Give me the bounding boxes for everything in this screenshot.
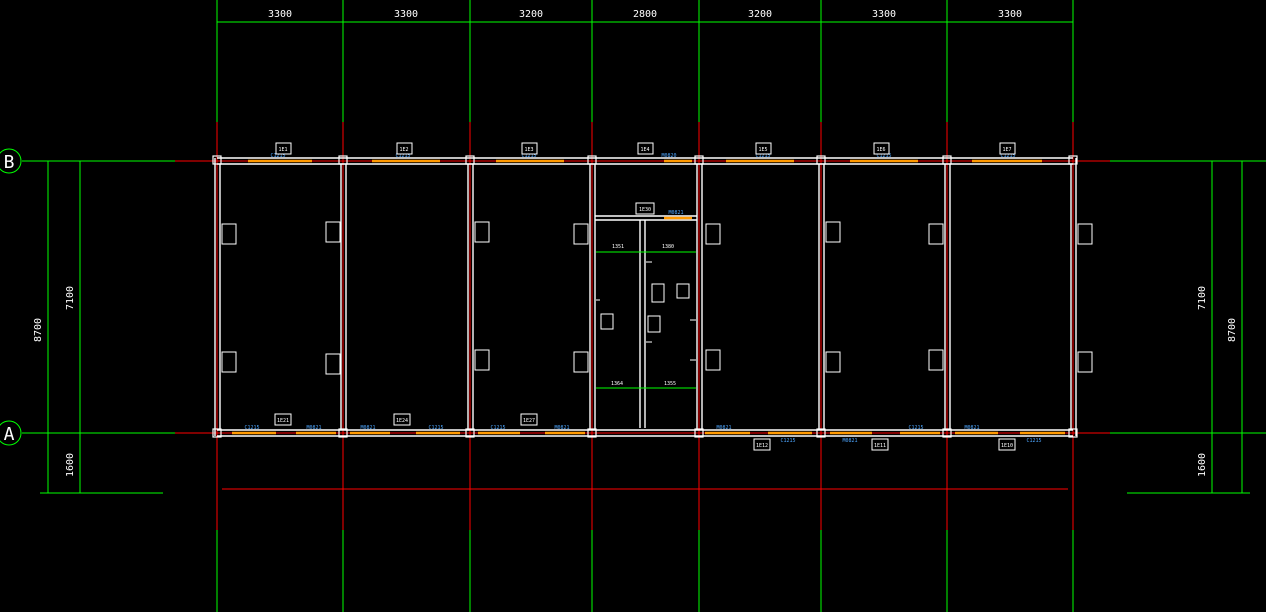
- corridor-label: 1351: [612, 244, 624, 250]
- corridor-texts: 1351 1380 1364 1355: [611, 244, 676, 387]
- room-label: 1E4: [640, 147, 649, 153]
- axis-label-B: B: [4, 152, 15, 173]
- right-dim-7100: 7100: [1197, 286, 1208, 310]
- room-label: 1E30: [639, 207, 651, 213]
- window-tag: C1215: [428, 425, 443, 431]
- window-tag: M0821: [842, 438, 857, 444]
- top-dimension-labels: 3300 3300 3200 2800 3200 3300 3300: [268, 9, 1022, 20]
- left-dim-7100: 7100: [65, 286, 76, 310]
- window-tag: C1215: [270, 153, 285, 159]
- window-tag: M0821: [668, 210, 683, 216]
- right-dimension-labels: 7100 8700 1600: [1197, 286, 1238, 477]
- span-label-3: 3200: [519, 9, 543, 20]
- window-tag: C1215: [521, 153, 536, 159]
- span-label-2: 3300: [394, 9, 418, 20]
- window-tag: C1215: [755, 153, 770, 159]
- window-tag: C1215: [490, 425, 505, 431]
- room-label: 1E24: [396, 418, 408, 424]
- window-tag: M0821: [306, 425, 321, 431]
- top-label-boxes: [275, 142, 1016, 215]
- right-dimensions: [1127, 160, 1250, 494]
- span-label-5: 3200: [748, 9, 772, 20]
- left-dimension-labels: 8700 7100 1600: [33, 286, 76, 477]
- window-tag: C1215: [244, 425, 259, 431]
- window-tag: C1215: [395, 153, 410, 159]
- window-tag: M0821: [964, 425, 979, 431]
- room-label: 1E27: [523, 418, 535, 424]
- columns: [212, 155, 1078, 438]
- bottom-label-boxes: [274, 413, 1016, 451]
- span-label-1: 3300: [268, 9, 292, 20]
- room-label: 1E12: [756, 443, 768, 449]
- top-window-tags: C1215 C1215 C1215 M0820 C1215 C1215 C121…: [270, 153, 1015, 216]
- axis-bubble-A: [0, 420, 22, 446]
- left-dim-1600: 1600: [65, 453, 76, 477]
- corridor-label: 1355: [664, 381, 676, 387]
- room-label: 1E11: [874, 443, 886, 449]
- corridor-label: 1380: [662, 244, 674, 250]
- room-label: 1E21: [277, 418, 289, 424]
- window-tag: C1215: [876, 153, 891, 159]
- room-label: 1E6: [876, 147, 885, 153]
- room-label: 1E1: [278, 147, 287, 153]
- span-label-4: 2800: [633, 9, 657, 20]
- corridor-lines: [596, 251, 696, 389]
- top-windows: [248, 159, 1042, 220]
- room-label: 1E7: [1002, 147, 1011, 153]
- red-axis-lines: [216, 122, 1074, 530]
- bottom-window-tags: C1215 M0821 M0821 C1215 C1215 M0821 M082…: [244, 425, 1041, 444]
- room-label: 1E2: [399, 147, 408, 153]
- window-tag: M0821: [554, 425, 569, 431]
- window-tag: C1215: [1000, 153, 1015, 159]
- bottom-label-texts: 1E21 1E24 1E27 1E12 1E11 1E10: [277, 418, 1013, 449]
- room-label: 1E5: [758, 147, 767, 153]
- left-dim-8700: 8700: [33, 318, 44, 342]
- window-tag: M0821: [716, 425, 731, 431]
- left-dimensions: [40, 160, 163, 494]
- axis-label-A: A: [4, 424, 15, 445]
- window-tag: C1215: [1026, 438, 1041, 444]
- corridor-marks: [596, 261, 696, 361]
- right-dim-1600: 1600: [1197, 453, 1208, 477]
- axis-bubble-B: [0, 148, 22, 174]
- window-tag: M0820: [661, 153, 676, 159]
- corridor-label: 1364: [611, 381, 623, 387]
- room-label: 1E10: [1001, 443, 1013, 449]
- span-label-6: 3300: [872, 9, 896, 20]
- wall-label-boxes: [221, 221, 1093, 375]
- walls: [214, 157, 1077, 437]
- window-tag: M0821: [360, 425, 375, 431]
- room-label: 1E3: [524, 147, 533, 153]
- span-label-7: 3300: [998, 9, 1022, 20]
- top-label-texts: 1E1 1E2 1E3 1E4 1E5 1E6 1E7 1E30: [278, 147, 1011, 213]
- right-dim-8700: 8700: [1227, 318, 1238, 342]
- window-tag: C1215: [908, 425, 923, 431]
- window-tag: C1215: [780, 438, 795, 444]
